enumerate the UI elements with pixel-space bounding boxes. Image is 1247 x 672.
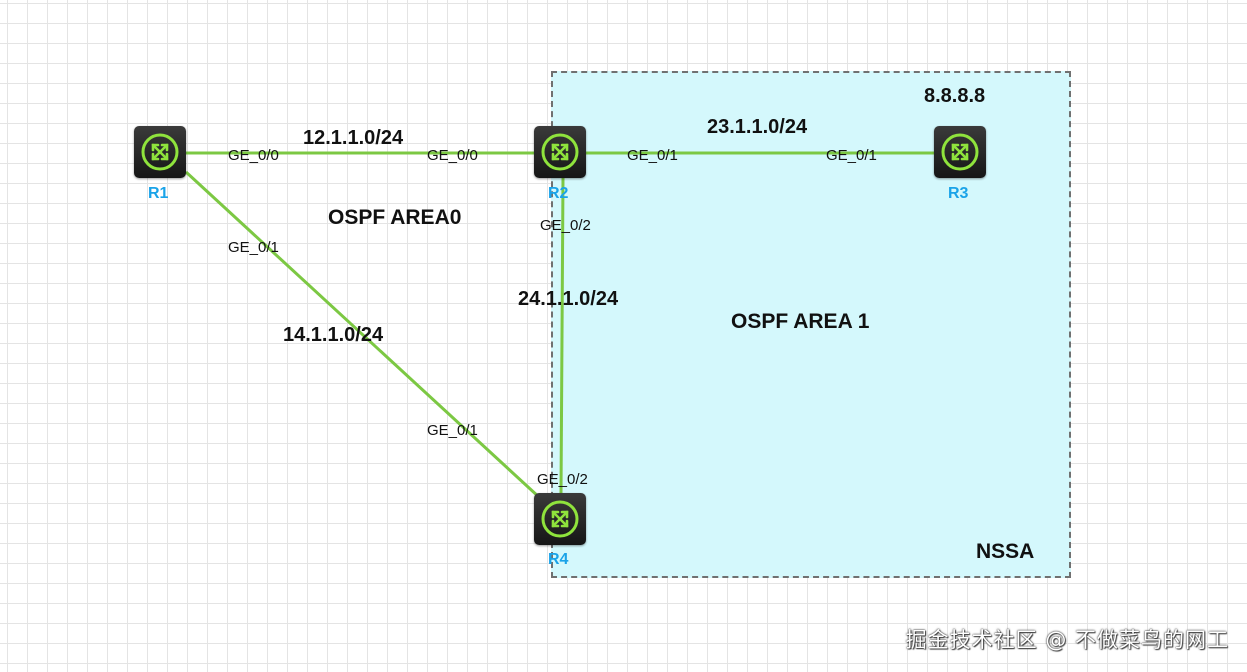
network-r1-r2-label: 12.1.1.0/24 [303, 127, 404, 149]
network-r1-r4-label: 14.1.1.0/24 [283, 324, 384, 346]
router-r2-icon[interactable] [534, 126, 586, 178]
nssa-label: NSSA [976, 540, 1035, 563]
link-r2-r4[interactable] [559, 177, 565, 494]
router-r2-label: R2 [548, 185, 569, 202]
link-r1-r4[interactable] [184, 170, 542, 500]
router-r1-label: R1 [148, 185, 169, 202]
router-r1-icon[interactable] [134, 126, 186, 178]
if-r1-ge00-label: GE_0/0 [228, 147, 279, 164]
area1-label: OSPF AREA 1 [731, 310, 870, 333]
if-r2-ge01-label: GE_0/1 [627, 147, 678, 164]
if-r2-ge02-label: GE_0/2 [540, 217, 591, 234]
if-r3-ge01-label: GE_0/1 [826, 147, 877, 164]
if-r2-ge00-label: GE_0/0 [427, 147, 478, 164]
r3-loopback-label: 8.8.8.8 [924, 85, 986, 107]
watermark-text: 掘金技术社区 @ 不做菜鸟的网工 [905, 628, 1229, 652]
router-r3-icon[interactable] [934, 126, 986, 178]
router-r4-icon[interactable] [534, 493, 586, 545]
area0-label: OSPF AREA0 [328, 206, 462, 229]
if-r4-ge01-label: GE_0/1 [427, 422, 478, 439]
router-r3-label: R3 [948, 185, 969, 202]
network-r2-r4-label: 24.1.1.0/24 [518, 288, 619, 310]
if-r1-ge01-label: GE_0/1 [228, 239, 279, 256]
if-r4-ge02-label: GE_0/2 [537, 471, 588, 488]
network-r2-r3-label: 23.1.1.0/24 [707, 116, 808, 138]
router-r4-label: R4 [548, 551, 569, 568]
